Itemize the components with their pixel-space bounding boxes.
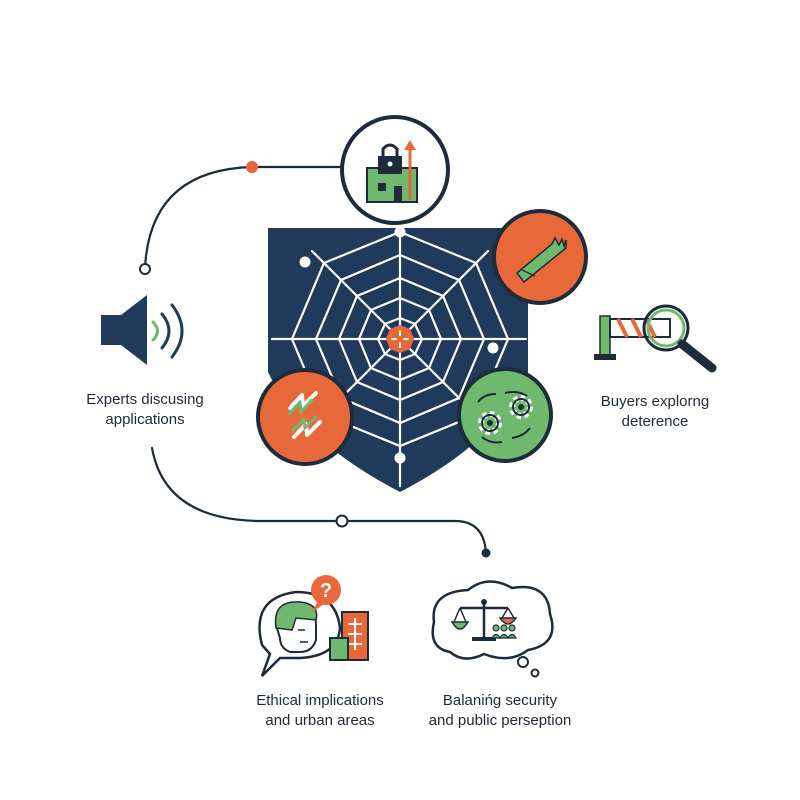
connector-dot-middle bbox=[335, 514, 349, 528]
label-line: Buyers explorng bbox=[600, 393, 710, 410]
person-question-icon: ? bbox=[258, 575, 369, 677]
lightning-bolt-icon bbox=[256, 368, 354, 466]
connector-dot-top-left-end bbox=[139, 263, 151, 275]
connector-dot-bottom-end bbox=[481, 548, 491, 558]
label-line: Balanińg security bbox=[442, 692, 558, 709]
connector-dot-orange bbox=[246, 161, 258, 173]
label-line: Ethical implications bbox=[256, 692, 384, 709]
saw-blade-icon bbox=[492, 209, 588, 305]
padlock-building-icon bbox=[340, 115, 450, 225]
svg-text:?: ? bbox=[320, 580, 332, 602]
connector-lines bbox=[143, 165, 488, 555]
gears-cycle-icon bbox=[457, 367, 553, 463]
label-line: and urban areas bbox=[265, 712, 375, 729]
scales-thought-bubble-icon bbox=[431, 580, 554, 678]
label-line: applications bbox=[105, 411, 185, 428]
label-line: deterence bbox=[621, 413, 689, 430]
label-buyers-exploring: Buyers explorng deterence bbox=[585, 392, 725, 432]
label-ethical-implications: Ethical implications and urban areas bbox=[235, 691, 405, 731]
label-balancing-security: Balanińg security and public perseption bbox=[405, 691, 595, 731]
speaker-icon bbox=[101, 295, 184, 365]
connector-top-left bbox=[143, 165, 342, 270]
connector-bottom bbox=[150, 446, 488, 555]
label-experts-discussing: Experts discusing applications bbox=[70, 390, 220, 430]
barrier-magnifier-icon bbox=[594, 304, 717, 373]
label-line: Experts discusing bbox=[86, 391, 204, 408]
label-line: and public perseption bbox=[428, 712, 572, 729]
web-center bbox=[386, 325, 414, 353]
